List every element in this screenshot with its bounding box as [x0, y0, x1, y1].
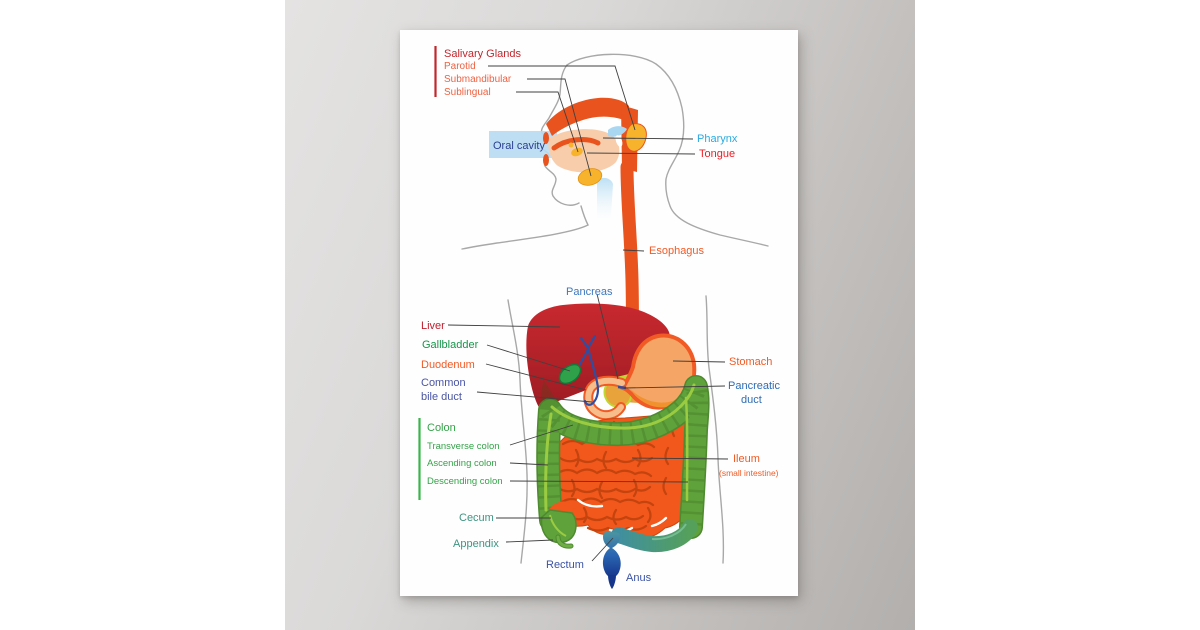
colon-art [536, 375, 710, 539]
body-outline [461, 53, 769, 564]
leader-descending-colon [509, 480, 689, 483]
rectum-shape [602, 532, 621, 578]
label-transverse-colon: Transverse colon [427, 441, 500, 452]
label-colon: Colon [427, 422, 456, 434]
torso-right-outline [705, 295, 725, 564]
submandibular-gland-shape [577, 168, 603, 186]
soft-palate-highlight [608, 126, 627, 137]
digestive-system-diagram: Salivary Glands Parotid Submandibular Su… [418, 46, 780, 589]
leader-pharynx [602, 137, 694, 140]
palate-shape [546, 97, 629, 136]
label-parotid: Parotid [444, 61, 476, 72]
sublingual-gland-shape [571, 147, 583, 157]
label-pancreas: Pancreas [566, 286, 613, 298]
label-salivary-glands: Salivary Glands [444, 48, 522, 60]
leader-pancreatic-duct [623, 385, 726, 389]
leader-sublingual [516, 91, 579, 153]
cecum-tenia [549, 514, 567, 537]
label-submandibular: Submandibular [444, 74, 512, 85]
leader-submandibular [527, 78, 592, 177]
label-descending-colon: Descending colon [427, 476, 503, 487]
parotid-gland-shape [625, 123, 647, 152]
sigmoid-highlight [651, 523, 687, 541]
label-ileum: Ileum [733, 453, 760, 465]
skull-shoulder-outline [566, 53, 769, 247]
label-stomach: Stomach [729, 356, 772, 368]
label-esophagus: Esophagus [649, 245, 705, 257]
neck-chest-outline [461, 205, 589, 250]
duodenum-lumen [585, 377, 625, 419]
label-ascending-colon: Ascending colon [427, 458, 497, 469]
leader-parotid [488, 65, 636, 131]
label-appendix: Appendix [453, 538, 499, 550]
label-rectum: Rectum [546, 559, 584, 571]
leader-transverse-colon [509, 424, 574, 446]
leader-common-bile-duct [476, 391, 593, 403]
leader-gallbladder [486, 344, 571, 372]
sublingual-duct-dot [568, 142, 574, 148]
transverse-colon-tenia [550, 383, 696, 430]
leader-pancreas [596, 293, 619, 380]
appendix-shape [556, 535, 573, 548]
label-cecum: Cecum [459, 512, 494, 524]
labels: Salivary Glands Parotid Submandibular Su… [421, 48, 780, 584]
sigmoid-colon-shape [611, 519, 698, 553]
label-sublingual: Sublingual [444, 87, 491, 98]
label-tongue: Tongue [699, 148, 735, 160]
leader-lines [447, 65, 729, 562]
trachea-shape [597, 177, 613, 221]
label-common-bile-duct-line1: Common [421, 377, 466, 389]
label-duodenum: Duodenum [421, 359, 475, 371]
label-anus: Anus [626, 572, 652, 584]
leader-esophagus [622, 249, 645, 252]
label-common-bile-duct-line2: bile duct [421, 391, 462, 403]
descending-colon-tenia [684, 396, 689, 502]
leader-liver [447, 324, 561, 328]
leader-stomach [672, 360, 726, 363]
torso-left-outline [507, 299, 528, 564]
label-ileum-note: (small intestine) [719, 468, 779, 478]
label-pancreatic-duct-line2: duct [741, 394, 762, 406]
label-oral-cavity: Oral cavity [493, 140, 545, 152]
label-pancreatic-duct-line1: Pancreatic [728, 380, 780, 392]
ascending-colon-tenia [544, 412, 553, 512]
label-pharynx: Pharynx [697, 133, 738, 145]
upper-lip-shape [543, 132, 549, 144]
lower-lip-shape [543, 154, 549, 166]
anus-shape [608, 575, 616, 589]
leader-ileum [631, 457, 729, 460]
label-gallbladder: Gallbladder [422, 339, 479, 351]
leader-duodenum [485, 363, 587, 391]
leader-appendix [505, 539, 554, 543]
digestive-system-poster: Salivary Glands Parotid Submandibular Su… [400, 30, 798, 596]
sigmoid-rectum-art [602, 519, 698, 589]
leader-rectum [591, 537, 614, 562]
leader-ascending-colon [509, 462, 549, 466]
leader-tongue [586, 152, 696, 155]
label-liver: Liver [421, 320, 445, 332]
bile-ducts-shape [578, 334, 600, 406]
tongue-shape [551, 137, 601, 151]
